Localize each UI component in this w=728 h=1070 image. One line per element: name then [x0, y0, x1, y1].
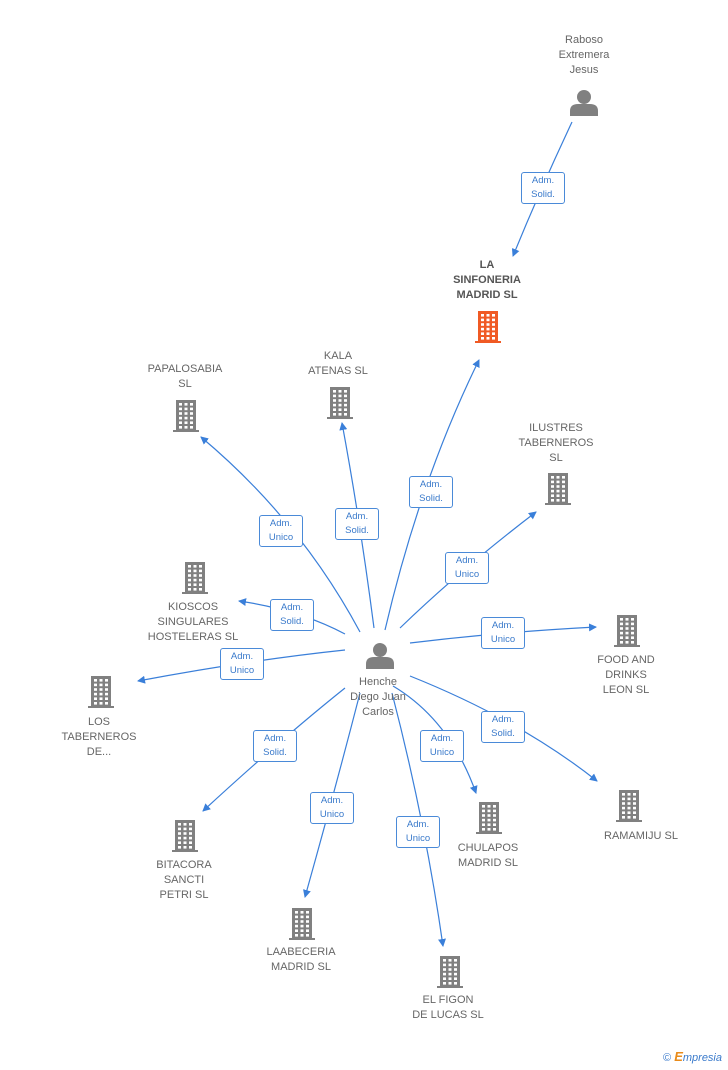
edge-label-kala[interactable]: Adm. Solid. — [335, 508, 379, 540]
node-label-kioscos[interactable]: KIOSCOS SINGULARES HOSTELERAS SL — [147, 600, 239, 643]
edge-label-ramamiju[interactable]: Adm. Solid. — [481, 711, 525, 743]
person-icon-henche[interactable] — [366, 643, 394, 669]
edge-henche-chulapos — [392, 685, 478, 794]
node-label-kala[interactable]: KALA ATENAS SL — [308, 350, 368, 377]
node-label-food[interactable]: FOOD AND DRINKS LEON SL — [597, 653, 655, 696]
building-icon-papalosabia[interactable] — [173, 400, 199, 432]
node-label-sinfoneria[interactable]: LA SINFONERIA MADRID SL — [453, 258, 521, 301]
node-label-bitacora[interactable]: BITACORA SANCTI PETRI SL — [156, 858, 212, 901]
edge-label-laabeceria[interactable]: Adm. Unico — [310, 792, 354, 824]
footer-brand[interactable]: © Empresia — [663, 1049, 722, 1064]
node-label-ilustres[interactable]: ILUSTRES TABERNEROS SL — [518, 421, 594, 464]
node-label-chulapos[interactable]: CHULAPOS MADRID SL — [457, 842, 519, 869]
node-label-los[interactable]: LOS TABERNEROS DE... — [61, 715, 137, 758]
building-icon-chulapos[interactable] — [476, 802, 502, 834]
building-icon-ilustres[interactable] — [545, 473, 571, 505]
edge-label-figon[interactable]: Adm. Unico — [396, 816, 440, 848]
node-label-ramamiju[interactable]: RAMAMIJU SL — [604, 829, 678, 842]
building-icon-ramamiju[interactable] — [616, 790, 642, 822]
building-icon-figon[interactable] — [437, 956, 463, 988]
person-icon-raboso[interactable] — [570, 90, 598, 116]
edge-label-sinfoneria[interactable]: Adm. Solid. — [521, 172, 565, 204]
building-icon-food[interactable] — [614, 615, 640, 647]
node-label-raboso[interactable]: Raboso Extremera Jesus — [558, 33, 610, 76]
building-icon-bitacora[interactable] — [172, 820, 198, 852]
node-label-papalosabia[interactable]: PAPALOSABIA SL — [147, 363, 223, 390]
edge-label-papalosabia[interactable]: Adm. Unico — [259, 515, 303, 547]
node-label-figon[interactable]: EL FIGON DE LUCAS SL — [412, 994, 484, 1021]
edge-label-chulapos[interactable]: Adm. Unico — [420, 730, 464, 762]
building-icon-laabeceria[interactable] — [289, 908, 315, 940]
building-icon-sinfoneria[interactable] — [475, 311, 501, 343]
node-label-laabeceria[interactable]: LAABECERIA MADRID SL — [266, 946, 336, 973]
copyright-symbol: © — [663, 1052, 672, 1064]
edge-label-kioscos[interactable]: Adm. Solid. — [270, 599, 314, 631]
building-icon-kioscos[interactable] — [182, 562, 208, 594]
edge-label-food[interactable]: Adm. Unico — [481, 617, 525, 649]
edge-label-sinfoneria[interactable]: Adm. Solid. — [409, 476, 453, 508]
building-icon-kala[interactable] — [327, 387, 353, 419]
edge-label-los[interactable]: Adm. Unico — [220, 648, 264, 680]
node-label-henche[interactable]: Henche Diego Juan Carlos — [350, 675, 406, 718]
brand-logo: Empresia — [674, 1049, 722, 1064]
edge-label-bitacora[interactable]: Adm. Solid. — [253, 730, 297, 762]
building-icon-los[interactable] — [88, 676, 114, 708]
edge-label-ilustres[interactable]: Adm. Unico — [445, 552, 489, 584]
